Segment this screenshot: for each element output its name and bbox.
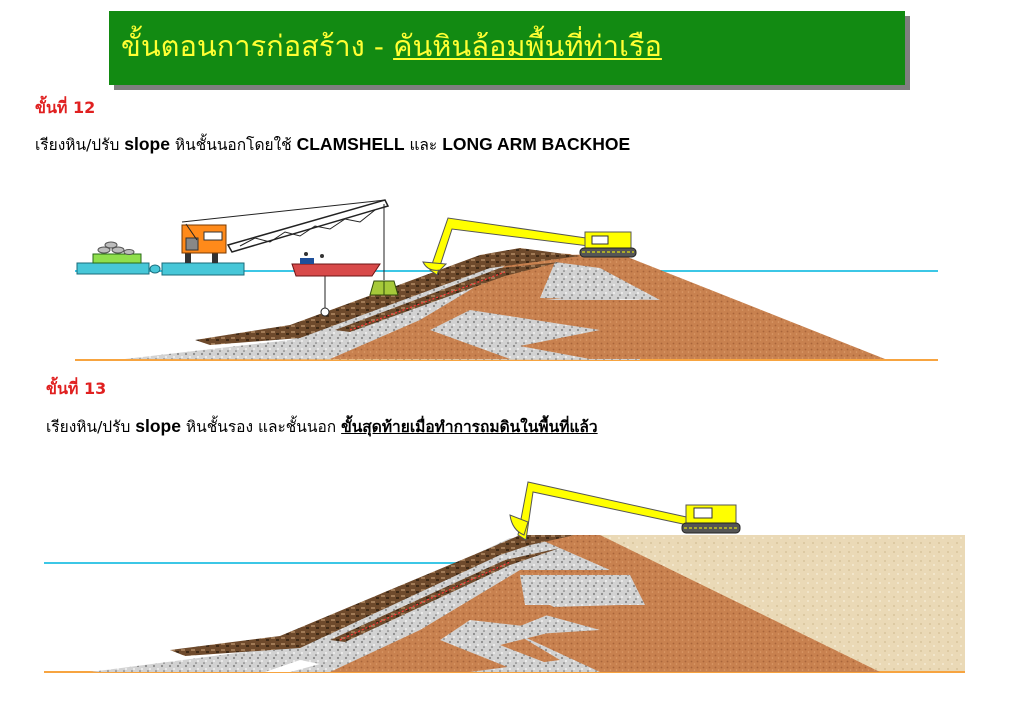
step-13-description: เรียงหิน/ปรับ slope หินชั้นรอง และชั้นนอ… [46, 416, 598, 436]
armor-layer-12 [195, 248, 580, 345]
backfill-area-13 [600, 535, 965, 672]
core-layer-13 [520, 535, 880, 672]
gravel-finger-12a [540, 262, 660, 300]
tug-boat-icon [291, 252, 381, 277]
material-barge-icon [76, 241, 161, 275]
clamshell-bucket-icon [320, 280, 399, 317]
step-13-label: ขั้นที่ 13 [46, 379, 107, 398]
title-underlined: คันหินล้อมพื้นที่ท่าเรือ [393, 29, 662, 63]
excavator-icon [509, 481, 741, 541]
step-12-description: เรียงหิน/ปรับ slope หินชั้นนอกโดยใช้ CLA… [35, 134, 631, 154]
crane-barge-icon [161, 199, 390, 310]
excavator-icon [422, 217, 637, 276]
armor-layer-13 [170, 535, 575, 656]
gravel-finger-13a [520, 575, 645, 605]
gravel-finger-12b [430, 310, 600, 359]
title-prefix: ขั้นตอนการก่อสร้าง - [121, 29, 394, 63]
step-12-label: ขั้นที่ 12 [35, 98, 96, 117]
gravel-finger-13b [440, 620, 570, 672]
page-title: ขั้นตอนการก่อสร้าง - คันหินล้อมพื้นที่ท่… [109, 11, 905, 85]
